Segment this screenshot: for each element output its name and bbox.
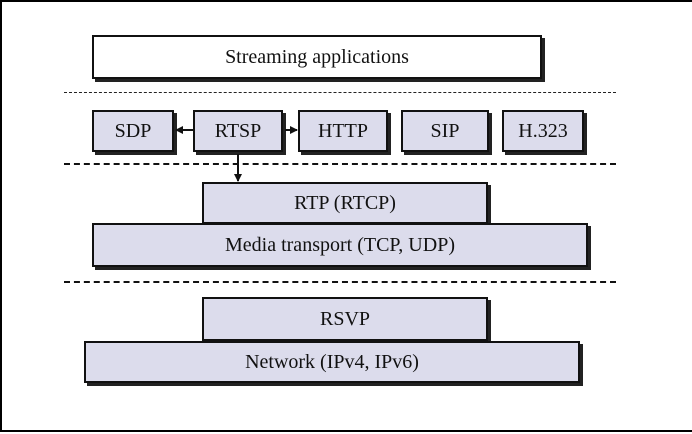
separator-transport-network <box>64 281 616 283</box>
separator-applications-session <box>64 92 616 93</box>
rsvp-box: RSVP <box>202 297 488 341</box>
media-transport-box: Media transport (TCP, UDP) <box>92 223 588 267</box>
separator-session-transport <box>64 163 616 165</box>
rtp-rtcp-label: RTP (RTCP) <box>294 191 396 214</box>
h323-box: H.323 <box>502 110 584 152</box>
streaming-applications-box: Streaming applications <box>92 35 542 79</box>
sdp-box: SDP <box>92 110 174 152</box>
rtsp-box: RTSP <box>193 110 283 152</box>
rsvp-label: RSVP <box>319 307 371 330</box>
rtsp-label: RTSP <box>214 119 262 142</box>
http-box: HTTP <box>298 110 388 152</box>
streaming-applications-label: Streaming applications <box>225 45 409 68</box>
media-transport-label: Media transport (TCP, UDP) <box>225 233 455 256</box>
http-label: HTTP <box>318 119 368 142</box>
network-label: Network (IPv4, IPv6) <box>245 350 419 373</box>
sip-label: SIP <box>430 119 460 142</box>
h323-label: H.323 <box>518 119 568 142</box>
network-box: Network (IPv4, IPv6) <box>84 341 580 383</box>
sip-box: SIP <box>401 110 489 152</box>
sdp-label: SDP <box>114 119 152 142</box>
rtp-rtcp-box: RTP (RTCP) <box>202 182 488 224</box>
